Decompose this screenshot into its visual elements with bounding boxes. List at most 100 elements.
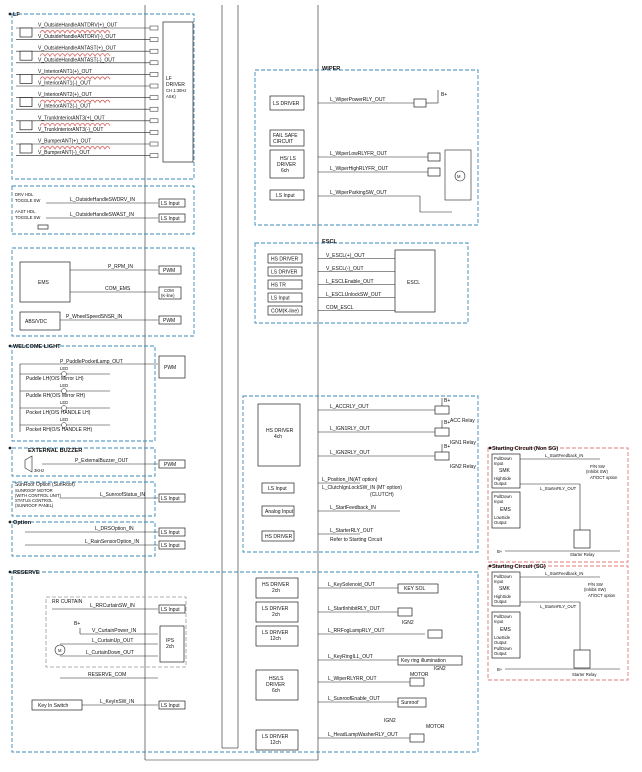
svg-text:LS Input: LS Input xyxy=(161,496,180,502)
escl-driver-box xyxy=(267,253,303,264)
escl-row: COM(K-line)COM_ESCL xyxy=(267,305,395,316)
washer-motor-label: MOTOR xyxy=(426,724,445,730)
buzzer-signal: P_ExternalBuzzer_OUT xyxy=(75,458,128,464)
svg-text:(Inhibit SW): (Inhibit SW) xyxy=(584,587,606,592)
antenna-connector xyxy=(19,143,33,154)
refer-starting-circuit: Refer to Starting Circuit xyxy=(330,537,383,543)
ast-toggle-label-2: TOGGLE SW xyxy=(15,215,40,220)
lf-driver-label-1: LF xyxy=(166,76,172,82)
lf-driver-label-3: CH 1:30Hz xyxy=(166,88,186,93)
lf-signal-label: V_OutsideHandleANTDRV(-)_OUT xyxy=(38,34,116,40)
lf-antenna-row: V_TrunkInteriorANT3(+)_OUT xyxy=(16,115,159,131)
svg-text:DRIVER: DRIVER xyxy=(277,162,296,168)
wiper-rr-signal: L_WiperRLYRR_OUT xyxy=(328,676,377,682)
svg-text:LowSide: LowSide xyxy=(494,635,511,640)
relay-name: ACC Relay xyxy=(450,418,475,424)
wiper-ls-driver xyxy=(269,95,305,111)
option-header: Option xyxy=(13,520,32,526)
key-sol-box xyxy=(397,583,439,594)
curtain-down-signal: L_CurtainDown_OUT xyxy=(86,650,134,656)
sunroof-ls-input xyxy=(158,493,186,503)
position-signal: L_Position_IN(AT option) xyxy=(322,477,378,483)
svg-text:P/N SW: P/N SW xyxy=(590,464,605,469)
svg-text:4ch: 4ch xyxy=(274,434,282,440)
svg-text:PWM: PWM xyxy=(163,268,175,274)
escl-driver-box xyxy=(267,305,303,316)
buzzer-header: EXTERNAL BUZZER xyxy=(28,448,82,454)
ast-toggle-label-1: AAST HDL xyxy=(15,209,36,214)
start-inhibit-signal: L_StartInhibitRLY_OUT xyxy=(328,606,380,612)
start-sg-header: Starting Circuit (SG) xyxy=(492,564,546,570)
lf-switch-section: DRV HDL TOGGLE SW AAST HDL TOGGLE SW L_O… xyxy=(11,185,195,235)
svg-text:L_StartFeedback_IN: L_StartFeedback_IN xyxy=(545,453,583,458)
rr-curtain-label: RR CURTAIN xyxy=(52,599,83,605)
ign2-label-2: IGN2 xyxy=(434,666,446,672)
escl-signal-label: L_ESCLUnlockSW_OUT xyxy=(326,292,381,298)
pwm-rpm xyxy=(158,265,182,275)
ign1-relay-signal: L_IGN1RLY_OUT xyxy=(330,426,370,432)
clutch-signal: L_ClutchIgnLockSW_IN (MT option) xyxy=(322,485,402,491)
svg-text:EMS: EMS xyxy=(500,507,512,513)
starter-relay-signal: L_StarterRLY_OUT xyxy=(330,528,373,534)
fog-lamp-signal: L_RRFogLampRLY_OUT xyxy=(328,628,385,634)
escl-driver-label: LS DRIVER xyxy=(271,270,298,276)
key-in-switch-label: Key In Switch xyxy=(38,703,69,709)
svg-text:B+: B+ xyxy=(497,667,503,672)
escl-signal-label: COM_ESCL xyxy=(326,305,354,311)
drv-toggle-label-2: TOGGLE SW xyxy=(15,198,40,203)
ips-box xyxy=(159,625,185,663)
lf-antenna-row: V_BumperANT(-)_OUT xyxy=(16,150,159,158)
wiper-parking-signal: L_WiperParkingSW_OUT xyxy=(330,190,387,196)
ign2-label-3: IGN2 xyxy=(384,718,396,724)
led-icon xyxy=(61,405,67,411)
svg-text:Input: Input xyxy=(494,461,504,466)
ls-input-ast xyxy=(158,213,186,223)
sunroof-box xyxy=(397,697,427,708)
rain-sensor-signal: L_RainSensorOption_IN xyxy=(85,539,140,545)
buzzer-section: EXTERNAL BUZZER P_ExternalBuzzer_OUT 3KH… xyxy=(8,446,186,477)
option-ls-input-2 xyxy=(158,540,186,550)
svg-text:Output: Output xyxy=(494,481,507,486)
starting-circuit-non-sg: Starting Circuit (Non SG) PullDown Input… xyxy=(487,446,629,563)
start-feedback-signal: L_StartFeedback_IN xyxy=(330,505,376,511)
analog-input-box xyxy=(261,505,295,517)
escl-header: ESCL xyxy=(322,239,338,245)
svg-text:LS Input: LS Input xyxy=(161,543,180,549)
wiper-header: WIPER xyxy=(322,66,340,72)
start-inhibit-driver xyxy=(255,601,299,623)
svg-text:KEY SOL: KEY SOL xyxy=(404,586,426,592)
svg-text:HS DRIVER: HS DRIVER xyxy=(266,428,294,434)
svg-text:DRIVER: DRIVER xyxy=(266,682,285,688)
smk-box-non-sg xyxy=(491,453,521,489)
antenna-coil xyxy=(39,53,111,57)
svg-text:12ch: 12ch xyxy=(270,636,281,642)
svg-text:LS Input: LS Input xyxy=(161,703,180,709)
antenna-coil xyxy=(39,146,111,150)
svg-text:6ch: 6ch xyxy=(281,168,289,174)
antenna-coil xyxy=(39,30,111,34)
svg-text:AT/DCT option: AT/DCT option xyxy=(588,593,616,598)
svg-text:LowSide: LowSide xyxy=(494,515,511,520)
escl-unit xyxy=(394,249,436,313)
ems-box-non-sg xyxy=(491,491,521,529)
abs-label: ABS/VDC xyxy=(25,319,47,325)
svg-text:LS Input: LS Input xyxy=(268,486,287,492)
svg-text:LS DRIVER: LS DRIVER xyxy=(273,101,300,107)
svg-text:(K-line): (K-line) xyxy=(161,293,175,298)
ast-switch-signal: L_OutsideHandleSWAST_IN xyxy=(70,212,134,218)
wiper-hs-ls-driver xyxy=(269,149,305,179)
ems-abs-section: EMS ABS/VDC P_RPM_IN COM_EMS P_WheelSpee… xyxy=(11,247,195,337)
rr-ls-input xyxy=(158,604,186,614)
led-icon xyxy=(61,388,67,394)
svg-text:LS DRIVER: LS DRIVER xyxy=(262,734,289,740)
lf-antenna-row: V_OutsideHandleANTAST(+)_OUT xyxy=(16,46,159,61)
ls-input-drv xyxy=(158,198,186,208)
svg-text:Key ring illumination: Key ring illumination xyxy=(401,658,446,664)
svg-text:ESCL: ESCL xyxy=(407,280,420,286)
led-label: LED xyxy=(60,417,68,422)
relay-name: IGN2 Relay xyxy=(450,464,476,470)
smk-box-sg xyxy=(491,571,521,607)
